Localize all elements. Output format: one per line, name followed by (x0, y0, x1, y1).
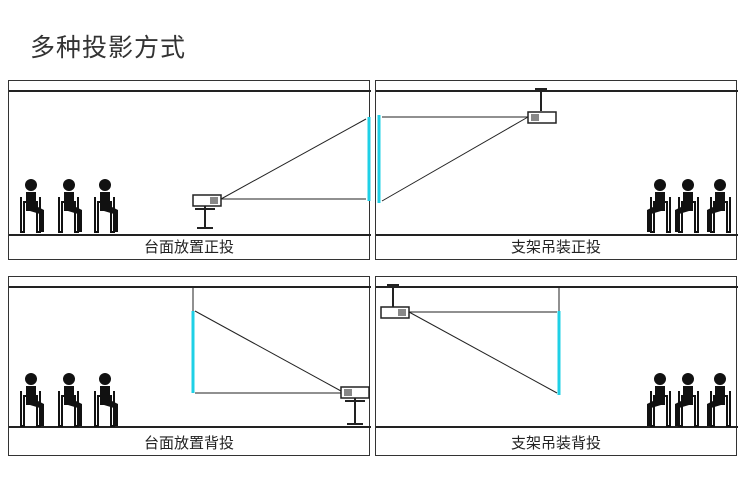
person-icon (707, 373, 731, 427)
person-icon (647, 373, 671, 427)
person-icon (20, 373, 44, 427)
person-icon (58, 373, 82, 427)
audience-silhouettes (647, 373, 731, 427)
person-icon (20, 179, 44, 233)
person-icon (707, 179, 731, 233)
caption: 台面放置正投 (143, 238, 234, 256)
caption: 支架吊装背投 (510, 434, 601, 452)
panel-table-rear-projection: 台面放置背投 (8, 276, 371, 456)
caption: 支架吊装正投 (510, 238, 601, 256)
projector-on-table-icon (192, 194, 222, 229)
audience-silhouettes (20, 179, 118, 233)
panel-table-front-projection: 台面放置正投 (8, 80, 371, 260)
person-icon (675, 179, 699, 233)
person-icon (647, 179, 671, 233)
audience-silhouettes (20, 373, 118, 427)
person-icon (94, 179, 118, 233)
audience-silhouettes (647, 179, 731, 233)
person-icon (94, 373, 118, 427)
projector-on-table-icon (340, 386, 370, 425)
panel-ceiling-front-projection: 支架吊装正投 (375, 80, 738, 260)
ceiling-projector-icon (527, 88, 557, 124)
person-icon (675, 373, 699, 427)
ceiling-projector-icon (380, 284, 410, 319)
caption: 台面放置背投 (143, 434, 234, 452)
person-icon (58, 179, 82, 233)
panel-ceiling-rear-projection: 支架吊装背投 (375, 276, 738, 456)
page-title: 多种投影方式 (30, 33, 187, 62)
